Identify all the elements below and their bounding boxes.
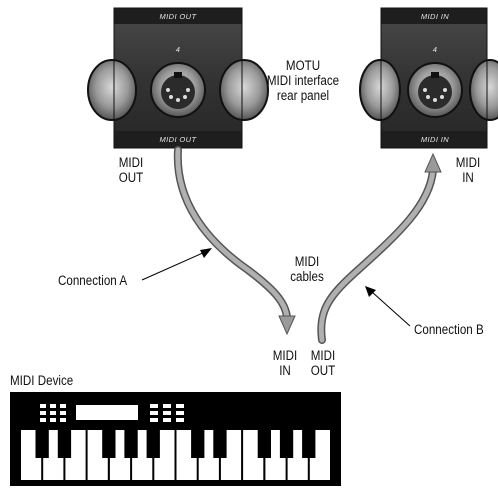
black-key (146, 430, 160, 458)
midi-in-jack-icon (407, 62, 463, 118)
panel-right-bottom-label: MIDI IN (421, 135, 449, 144)
midi-out-jack-icon (150, 62, 206, 118)
black-key (191, 430, 205, 458)
black-key (124, 430, 138, 458)
right-port-label-line2: IN (462, 170, 474, 185)
right-port-label: MIDI IN (451, 155, 485, 185)
midi-jack-icon (469, 59, 498, 121)
panel-right-top-label: MIDI IN (421, 12, 449, 21)
device-in-label-line1: MIDI (272, 348, 298, 363)
black-key (257, 430, 271, 458)
black-key (57, 430, 72, 458)
midi-cables-label-line1: MIDI (294, 254, 320, 269)
right-port-label-line1: MIDI (455, 155, 481, 170)
black-key (102, 430, 116, 458)
interface-label-line3: rear panel (276, 88, 330, 103)
black-key (302, 430, 316, 458)
interface-label-line1: MOTU (285, 58, 321, 73)
device-out-label-line1: MIDI (310, 348, 336, 363)
cable-b-arrowhead-icon (424, 152, 442, 173)
midi-cables-label: MIDI cables (286, 254, 329, 284)
cable-connection-b (317, 152, 442, 344)
midi-cables-label-line2: cables (290, 269, 324, 284)
interface-label-line2: MIDI interface (266, 73, 340, 88)
pointer-arrow-connection-a (141, 248, 212, 281)
connection-b-label: Connection B (414, 322, 484, 337)
left-port-label-line1: MIDI (118, 155, 144, 170)
black-key (213, 430, 227, 458)
panel-left-top-label: MIDI OUT (160, 12, 198, 21)
panel-left-port-number: 4 (176, 45, 181, 54)
device-out-label: MIDI OUT (306, 348, 340, 378)
interface-label: MOTU MIDI interface rear panel (256, 58, 351, 103)
midi-device-label: MIDI Device (10, 373, 74, 388)
device-in-label-line2: IN (279, 363, 291, 378)
connection-a-label: Connection A (58, 273, 128, 288)
interface-panel-right: MIDI IN MIDI IN 4 (359, 7, 498, 149)
black-key (279, 430, 294, 458)
panel-right-port-number: 4 (433, 45, 438, 54)
device-buttons-left (40, 404, 66, 422)
pointer-arrow-connection-b (365, 286, 411, 327)
black-key (35, 430, 49, 458)
device-buttons-right (150, 404, 184, 422)
cable-a-arrowhead-icon (278, 315, 296, 336)
midi-jack-icon (87, 59, 137, 121)
device-display (76, 405, 138, 420)
left-port-label: MIDI OUT (114, 155, 148, 185)
left-port-label-line2: OUT (118, 170, 144, 185)
interface-panel-left: MIDI OUT MIDI OUT 4 (87, 7, 269, 149)
midi-device-keyboard-icon (10, 392, 341, 486)
cable-connection-a (173, 146, 296, 336)
midi-jack-icon (219, 59, 269, 121)
device-in-label: MIDI IN (268, 348, 302, 378)
panel-left-bottom-label: MIDI OUT (160, 135, 198, 144)
device-keys (21, 430, 330, 480)
midi-jack-icon (359, 59, 401, 121)
device-out-label-line2: OUT (310, 363, 336, 378)
